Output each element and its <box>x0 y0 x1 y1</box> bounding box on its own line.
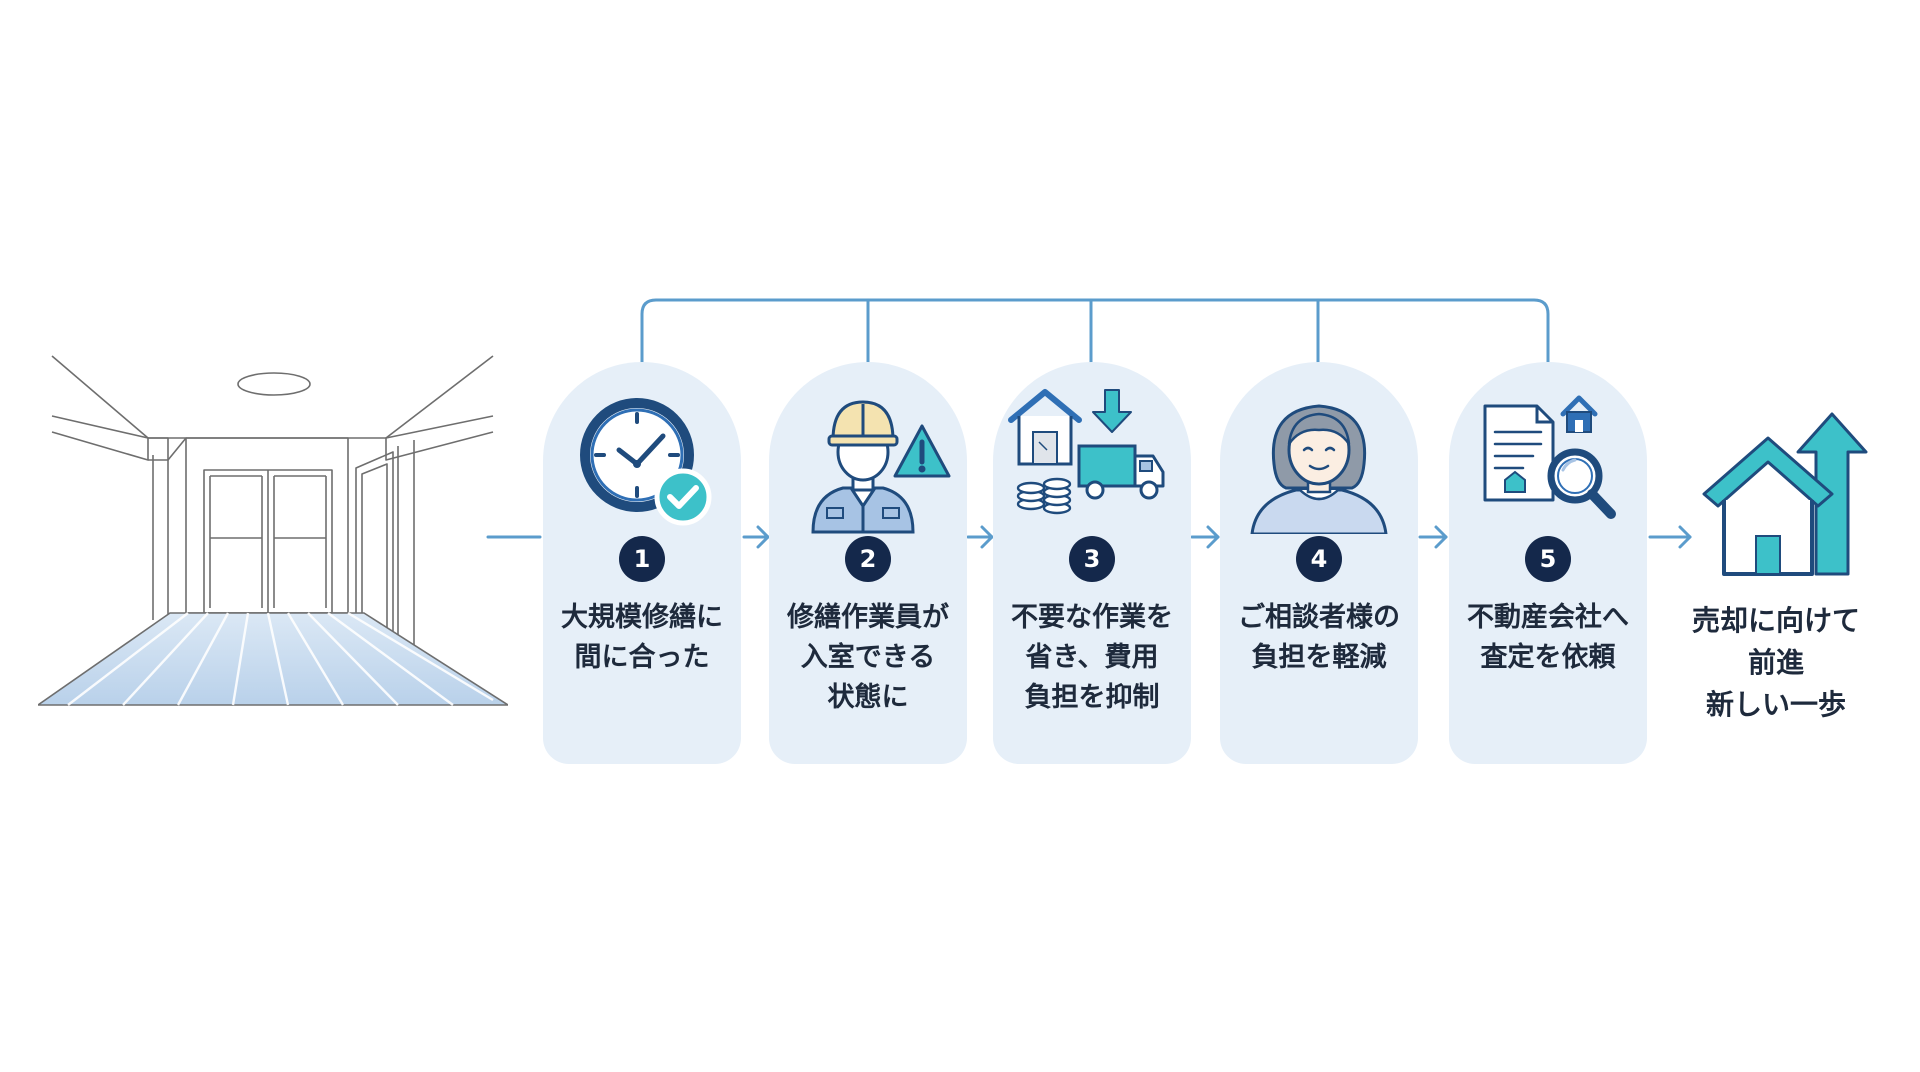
step-text: ご相談者様の 負担を軽減 <box>1238 602 1400 673</box>
arrow-3 <box>1190 525 1220 549</box>
final-text: 売却に向けて 前進 新しい一歩 <box>1691 604 1860 721</box>
step-text: 不要な作業を 省き、費用 負担を抑制 <box>1011 602 1173 713</box>
step-card-2: 2 修繕作業員が 入室できる 状態に <box>769 362 967 764</box>
empty-room-illustration <box>38 355 508 706</box>
step-text: 不動産会社へ 査定を依頼 <box>1467 602 1629 673</box>
elderly-woman-icon <box>1234 384 1404 534</box>
step-text: 大規模修繕に 間に合った <box>561 602 723 673</box>
step-card-3: 3 不要な作業を 省き、費用 負担を抑制 <box>993 362 1191 764</box>
top-bracket <box>640 298 1550 364</box>
arrow-1 <box>742 525 770 549</box>
step-card-4: 4 ご相談者様の 負担を軽減 <box>1220 362 1418 764</box>
clock-check-icon <box>557 384 727 534</box>
step-number: 4 <box>1296 536 1342 582</box>
step-text: 修繕作業員が 入室できる 状態に <box>787 602 949 713</box>
step-number: 1 <box>619 536 665 582</box>
house-rising-arrow-icon <box>1702 412 1868 576</box>
worker-warning-icon <box>783 384 953 534</box>
step-number: 3 <box>1069 536 1115 582</box>
arrow-2 <box>966 525 994 549</box>
step-number: 5 <box>1525 536 1571 582</box>
house-truck-coins-icon <box>1007 384 1177 534</box>
step-card-1: 1 大規模修繕に 間に合った <box>543 362 741 764</box>
arrow-5 <box>1648 525 1692 549</box>
arrow-4 <box>1418 525 1448 549</box>
step-number: 2 <box>845 536 891 582</box>
step-card-5: 5 不動産会社へ 査定を依頼 <box>1449 362 1647 764</box>
document-search-icon <box>1463 384 1633 534</box>
